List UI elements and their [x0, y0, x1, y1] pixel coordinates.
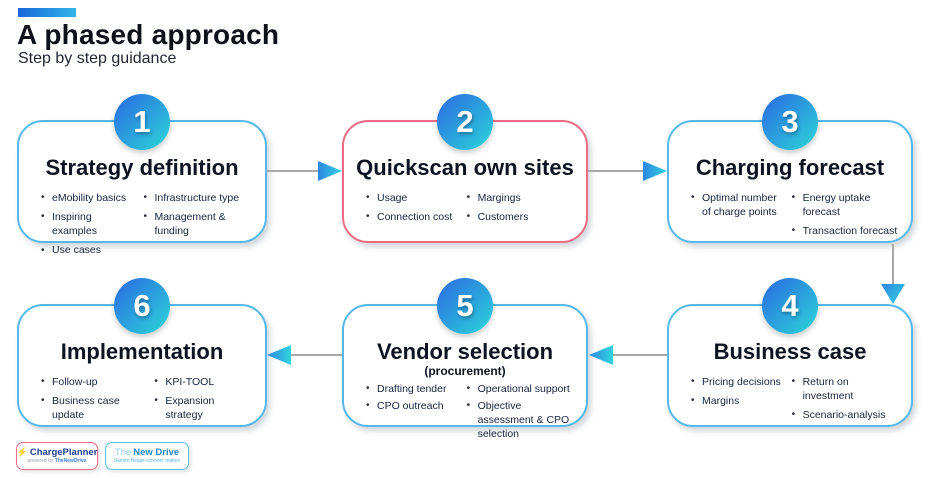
new-drive-tagline: Samen België schoner maken — [113, 458, 181, 465]
phase-bullets: Optimal number of charge points Energy u… — [669, 181, 911, 241]
arrow-left-icon — [267, 345, 291, 365]
bullet-item: Infrastructure type — [141, 188, 257, 207]
phase-title: Quickscan own sites — [356, 155, 574, 180]
bullet-item: Drafting tender — [364, 380, 465, 397]
phase-title: Strategy definition — [45, 155, 239, 180]
bullet-item: Business case update — [39, 391, 152, 424]
bullet-item: Pricing decisions — [689, 372, 790, 391]
bullet-item: Return on investment — [790, 372, 903, 405]
phase-box-business-case: 4 Business case Pricing decisions Margin… — [667, 278, 913, 427]
lightning-icon: ⚡ — [16, 446, 28, 457]
phase-bullets: Drafting tender CPO outreach Operational… — [344, 378, 586, 443]
phase-box-implementation: 6 Implementation Follow-up Business case… — [17, 278, 267, 427]
page-subtitle: Step by step guidance — [18, 50, 177, 67]
bullet-item: Energy uptake forecast — [790, 188, 903, 221]
phase-title: Charging forecast — [695, 155, 885, 180]
step-number-badge: 4 — [762, 278, 818, 334]
phase-title: Implementation — [60, 339, 224, 364]
arrow-down-icon — [881, 284, 905, 304]
bullet-item: Expansion strategy — [152, 391, 257, 424]
arrow-right-icon — [318, 161, 342, 181]
bullet-item: Usage — [364, 188, 465, 207]
connector-line — [892, 244, 894, 287]
bullet-item: Scenario-analysis — [790, 405, 903, 424]
phase-subtitle: (procurement) — [424, 364, 506, 378]
phase-bullets: Follow-up Business case update KPI-TOOL … — [19, 365, 265, 425]
step-number-badge: 6 — [114, 278, 170, 334]
bullet-item: Follow-up — [39, 372, 152, 391]
connector-line — [267, 170, 321, 172]
step-number-badge: 5 — [437, 278, 493, 334]
bullet-item: Inspiring examples — [39, 207, 141, 240]
bullet-item: Optimal number of charge points — [689, 188, 790, 221]
bullet-item: Connection cost — [364, 207, 465, 226]
page-title: A phased approach — [17, 19, 280, 50]
phase-title: Vendor selection — [376, 339, 554, 364]
arrow-left-icon — [589, 345, 613, 365]
tagline-brand: TheNewDrive — [54, 458, 87, 465]
bullet-item: KPI-TOOL — [152, 372, 257, 391]
tagline-prefix: powered by — [27, 458, 55, 465]
phase-box-strategy-definition: 1 Strategy definition eMobility basics I… — [17, 94, 267, 257]
new-drive-logo-text: New Drive — [133, 446, 180, 458]
phase-bullets: Usage Connection cost Margings Customers — [344, 181, 586, 226]
new-drive-logo-prefix: The — [114, 446, 132, 458]
bullet-item: eMobility basics — [39, 188, 141, 207]
phase-box-charging-forecast: 3 Charging forecast Optimal number of ch… — [667, 94, 913, 243]
step-number-badge: 2 — [437, 94, 493, 150]
phase-bullets: eMobility basics Inspiring examples Use … — [19, 181, 265, 260]
step-number-badge: 3 — [762, 94, 818, 150]
bullet-item: Management & funding — [141, 207, 257, 240]
phase-box-quickscan-own-sites: 2 Quickscan own sites Usage Connection c… — [342, 94, 588, 243]
phase-title: Business case — [713, 339, 867, 364]
connector-line — [588, 170, 646, 172]
bullet-item: Transaction forecast — [790, 221, 903, 240]
chargeplanner-logo: ⚡ ChargePlanner powered by TheNewDrive — [16, 442, 98, 470]
accent-bar — [18, 8, 76, 17]
bullet-item: Margings — [465, 188, 578, 207]
chargeplanner-logo-text: ChargePlanner — [29, 446, 98, 458]
bullet-item: CPO outreach — [364, 397, 465, 414]
bullet-item: Operational support — [465, 380, 578, 397]
connector-line — [289, 354, 342, 356]
step-number-badge: 1 — [114, 94, 170, 150]
bullet-item: Customers — [465, 207, 578, 226]
bullet-item: Objective assessment & CPO selection — [465, 397, 578, 443]
phase-box-vendor-selection: 5 Vendor selection (procurement) Draftin… — [342, 278, 588, 440]
arrow-right-icon — [643, 161, 667, 181]
chargeplanner-tagline: powered by TheNewDrive — [28, 458, 87, 464]
connector-line — [611, 354, 667, 356]
bullet-item: Use cases — [39, 241, 141, 260]
phase-bullets: Pricing decisions Margins Return on inve… — [669, 365, 911, 425]
new-drive-logo: The New Drive Samen België schoner maken — [105, 442, 189, 470]
bullet-item: Margins — [689, 391, 790, 410]
